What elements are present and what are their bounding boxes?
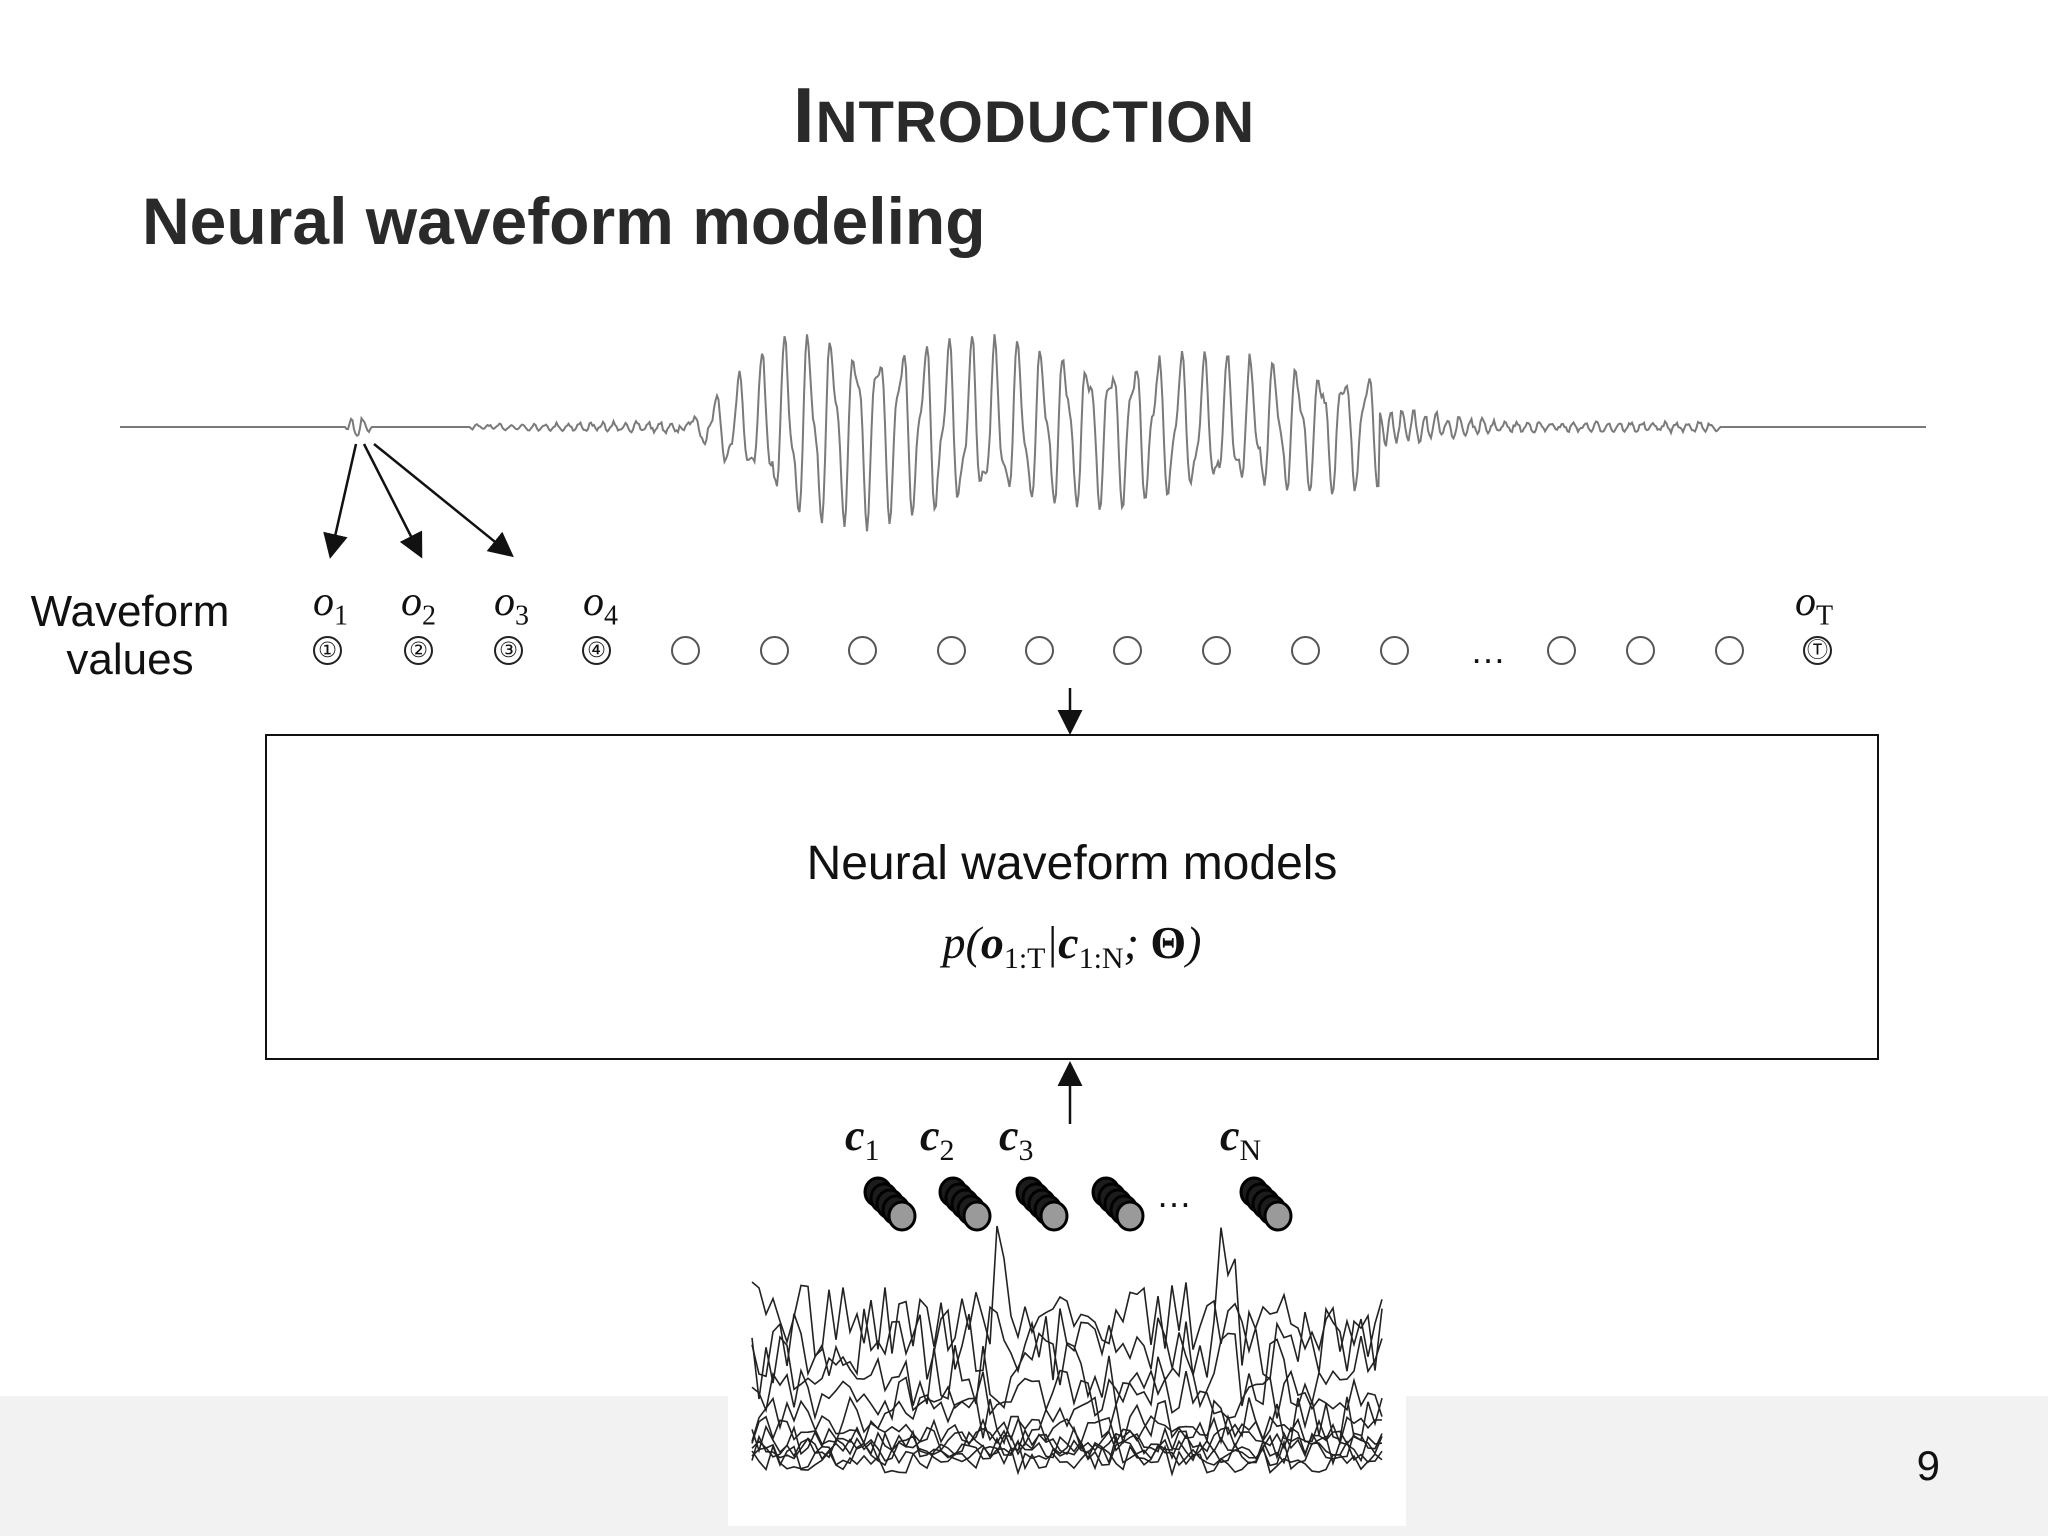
condition-vector-stack [863,1176,917,1232]
sample-arrow-1 [323,443,358,559]
node-T: Ⓣ [1803,636,1832,665]
vector-element [887,1200,917,1232]
feature-trajectory [751,1332,1383,1410]
feature-trajectory [751,1367,1383,1422]
c-label-2: c2 [920,1111,955,1167]
c-label-3: c3 [999,1111,1034,1167]
waveform-ellipsis: … [1470,630,1506,671]
o-label-1: o1 [313,579,348,632]
node [1025,636,1054,665]
node [1547,636,1576,665]
sample-arrow-2 [362,443,423,559]
node-2: ② [404,636,433,665]
feature-trajectory [751,1225,1383,1358]
node [848,636,877,665]
o-label-3: o3 [494,579,529,632]
node-1: ① [313,636,342,665]
vector-element [1039,1200,1069,1232]
node [1113,636,1142,665]
node [1291,636,1320,665]
node-4: ④ [582,636,611,665]
c-label-N: cN [1220,1111,1262,1167]
condition-vector-stack [938,1176,992,1232]
sample-arrow-3 [373,443,514,558]
page-number: 9 [1916,1442,1940,1489]
node-3: ③ [494,636,523,665]
condition-vector-stack [1015,1176,1069,1232]
waveform-values-label: Waveform values [30,587,230,684]
condition-vector-stack [1239,1176,1293,1232]
slide-title: INTRODUCTION [792,71,1256,159]
node [1626,636,1655,665]
o-label-4: o4 [583,579,618,632]
model-formula: p(o1:T|c1:N; Θ) [942,917,1202,976]
vector-element [1115,1200,1145,1232]
feature-trajectory [751,1414,1383,1446]
feature-trajectory [751,1443,1383,1477]
waveform-trace [120,334,1926,532]
waveform-plot [120,334,1926,532]
node [671,636,700,665]
node [937,636,966,665]
slide-subtitle: Neural waveform modeling [142,184,986,258]
node [760,636,789,665]
condition-vector-stack [1091,1176,1145,1232]
node [1202,636,1231,665]
vector-element [962,1200,992,1232]
feature-trajectory [751,1429,1383,1462]
o-label-T: oT [1795,579,1834,632]
feature-trajectory [751,1424,1383,1456]
neural-model-box: Neural waveform models p(o1:T|c1:N; Θ) [265,734,1879,1060]
c-label-1: c1 [845,1111,880,1167]
vector-element [1263,1200,1293,1232]
node [1380,636,1409,665]
model-title: Neural waveform models [806,837,1338,890]
feature-trajectory [751,1438,1383,1471]
feature-trajectory [751,1394,1383,1447]
acoustic-features-plot [751,1225,1383,1477]
o-label-2: o2 [401,579,436,632]
conditions-ellipsis: … [1156,1174,1192,1215]
feature-plot-background [728,1272,1406,1526]
node [1715,636,1744,665]
condition-vectors [863,1176,1293,1232]
